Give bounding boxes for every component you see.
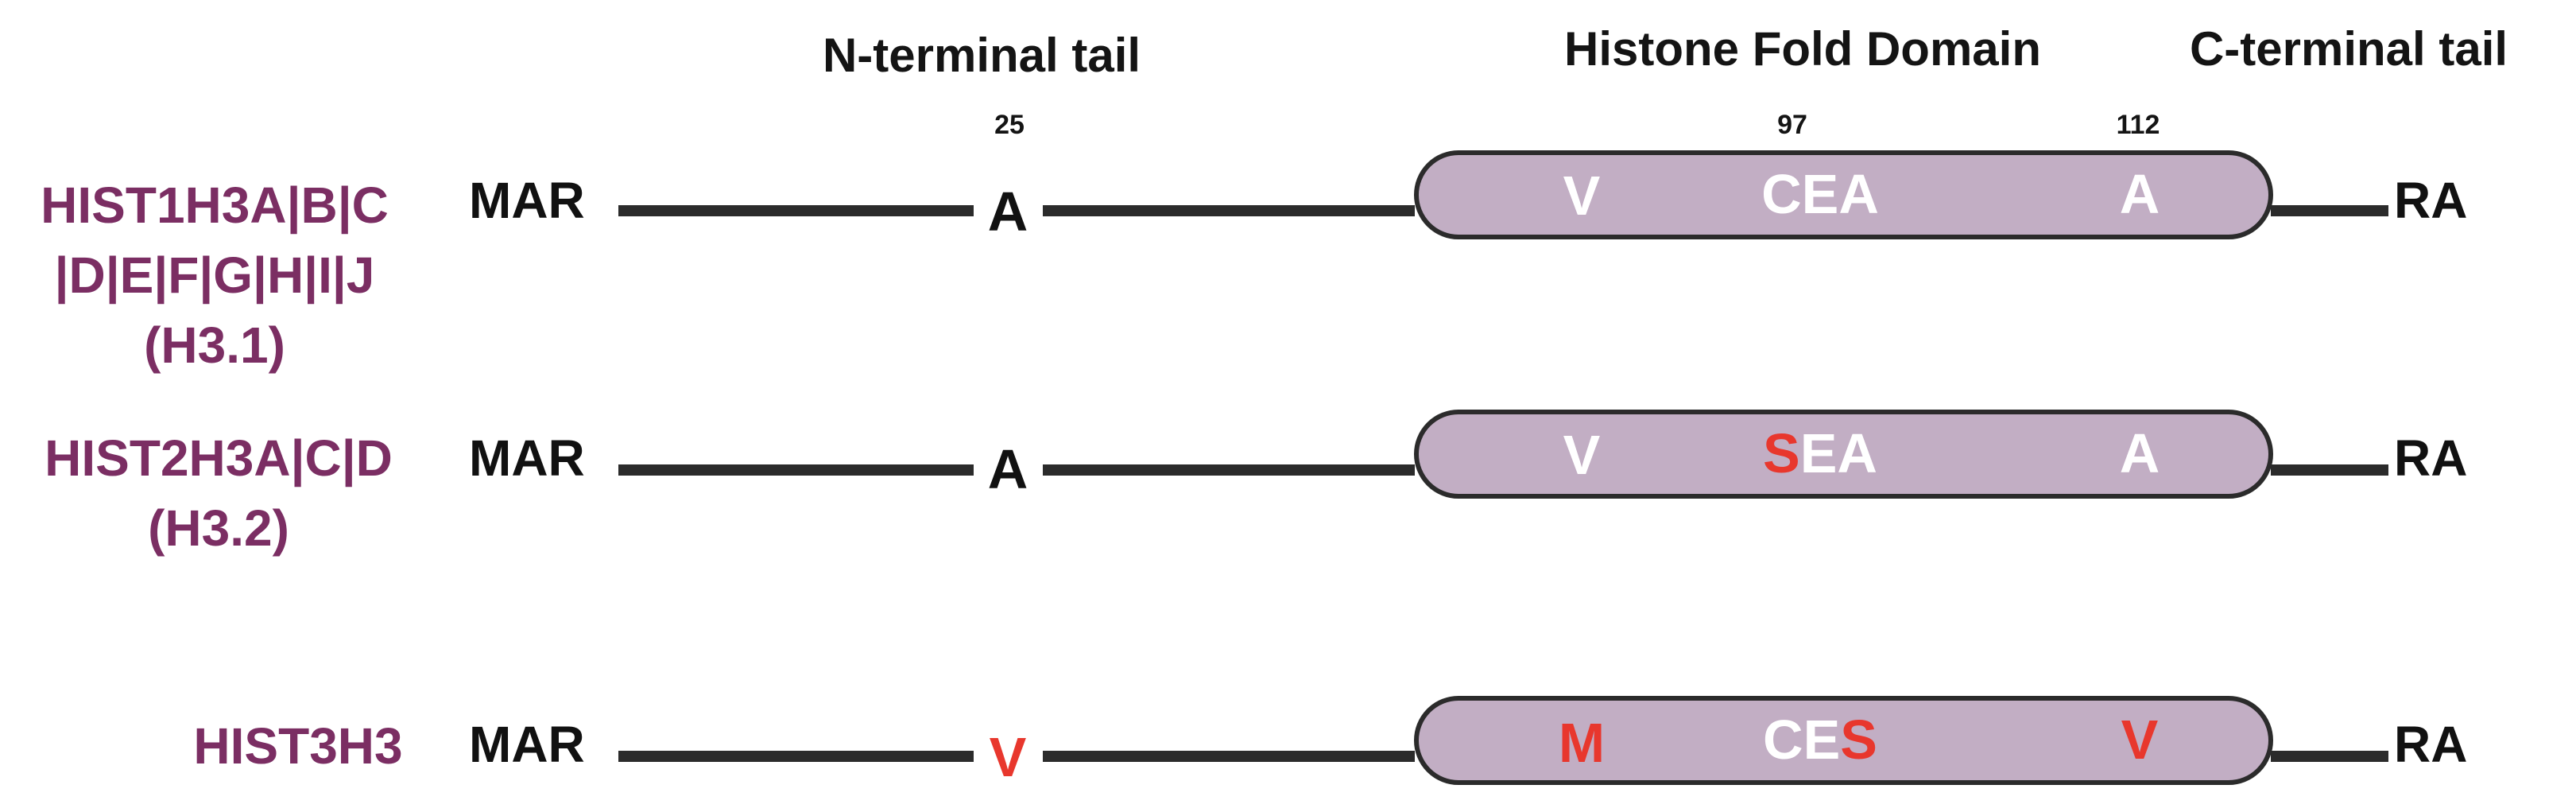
residue-97: E <box>1802 163 1839 225</box>
n-terminal-tail-header: N-terminal tail <box>823 29 1141 82</box>
c-tail-line <box>2271 205 2388 216</box>
residue-97: E <box>1803 709 1841 771</box>
n-terminal-residues: MAR <box>469 429 585 487</box>
gene-label-line: (H3.2) <box>148 499 289 557</box>
histone-fold-domain <box>1414 696 2273 785</box>
fold-residue-cea: CEA <box>1761 163 1879 225</box>
n-tail-line <box>618 464 974 476</box>
residue-25: V <box>990 726 1027 788</box>
gene-label-line: |D|E|F|G|H|I|J <box>55 247 375 305</box>
c-terminal-residues: RA <box>2394 716 2467 773</box>
n-tail-line <box>1043 205 1415 216</box>
histone-fold-domain-header: Histone Fold Domain <box>1564 22 2041 76</box>
fold-residue-ces: CES <box>1763 709 1877 771</box>
row-h3-2: HIST2H3A|C|D (H3.2) MAR A V SEA A RA <box>45 410 2467 557</box>
residue-25: A <box>988 181 1028 243</box>
histone-fold-domain <box>1414 150 2273 239</box>
histone-fold-domain <box>1414 410 2273 499</box>
n-terminal-residues: MAR <box>469 172 585 229</box>
n-tail-line <box>618 751 974 762</box>
fold-residue-v: V <box>1563 165 1601 227</box>
residue-97: E <box>1800 422 1838 484</box>
gene-label-line: HIST2H3A|C|D <box>45 429 393 488</box>
n-tail-line <box>1043 751 1415 762</box>
c-terminal-tail-header: C-terminal tail <box>2190 22 2508 76</box>
residue-96: C <box>1763 709 1803 771</box>
c-tail-line <box>2271 464 2388 476</box>
c-tail-line <box>2271 751 2388 762</box>
fold-residue-sea: SEA <box>1763 422 1877 484</box>
residue-98: A <box>1837 422 1877 484</box>
gene-label-line: HIST1H3A|B|C <box>41 177 389 235</box>
residue-112: A <box>2120 422 2160 484</box>
n-tail-line <box>1043 464 1415 476</box>
fold-residue-m: M <box>1559 712 1605 774</box>
residue-96: C <box>1761 163 1802 225</box>
gene-label-line: (H3.1) <box>144 317 285 374</box>
fold-residue-v: V <box>1563 424 1601 486</box>
residue-98: S <box>1840 709 1877 771</box>
row-hist3h3: HIST3H3 MAR V M CES V RA <box>193 696 2467 788</box>
position-25-label: 25 <box>994 110 1025 140</box>
position-112-label: 112 <box>2117 110 2160 140</box>
n-tail-line <box>618 205 974 216</box>
c-terminal-residues: RA <box>2394 429 2467 487</box>
residue-112: A <box>2120 163 2160 225</box>
residue-98: A <box>1838 163 1879 225</box>
residue-112: V <box>2121 709 2159 771</box>
gene-label-line: HIST3H3 <box>193 717 402 775</box>
residue-25: A <box>988 438 1028 500</box>
n-terminal-residues: MAR <box>469 716 585 773</box>
position-97-label: 97 <box>1777 110 1807 140</box>
residue-96: S <box>1763 422 1800 484</box>
c-terminal-residues: RA <box>2394 172 2467 229</box>
row-h3-1: HIST1H3A|B|C |D|E|F|G|H|I|J (H3.1) MAR A… <box>41 150 2467 374</box>
